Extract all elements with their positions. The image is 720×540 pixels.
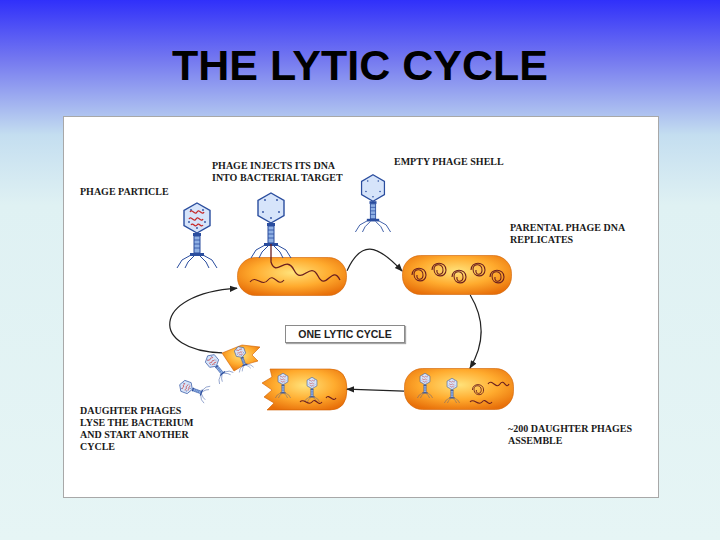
step-label: ~200 DAUGHTER PHAGES ASSEMBLE — [508, 423, 648, 447]
cycle-arrow — [170, 288, 237, 353]
box-label: ONE LYTIC CYCLE — [298, 328, 392, 340]
slide-title: THE LYTIC CYCLE — [0, 40, 720, 90]
illustration-label: PHAGE PARTICLE — [80, 186, 190, 198]
cell-outline — [402, 255, 512, 295]
step-label: DAUGHTER PHAGES LYSE THE BACTERIUM AND S… — [80, 405, 202, 453]
bacterium-fragment — [222, 345, 260, 371]
cycle-arrow — [347, 389, 404, 391]
image-panel — [63, 116, 659, 498]
bacterium-cell: ~200 DAUGHTER PHAGES ASSEMBLE — [404, 368, 514, 410]
illustration-label: EMPTY PHAGE SHELL — [394, 156, 514, 168]
step-label: PHAGE INJECTS ITS DNA INTO BACTERIAL TAR… — [212, 160, 344, 184]
bacterium-body — [238, 258, 347, 296]
bacterium-body — [403, 256, 512, 295]
bacterium-cell: PARENTAL PHAGE DNA REPLICATES — [402, 255, 512, 295]
cell-outline — [222, 345, 347, 410]
cycle-arrow — [347, 249, 402, 271]
step-label: PARENTAL PHAGE DNA REPLICATES — [510, 222, 630, 246]
cell-outline — [237, 257, 347, 296]
bacterium-body — [405, 369, 514, 410]
cell-outline — [404, 368, 514, 410]
lysed-bacterium: DAUGHTER PHAGES LYSE THE BACTERIUM AND S… — [222, 345, 347, 410]
bacterium-fragment — [262, 369, 347, 410]
bacterium-cell: PHAGE INJECTS ITS DNA INTO BACTERIAL TAR… — [237, 257, 347, 296]
cycle-arrow — [470, 295, 481, 368]
cycle-label-box: ONE LYTIC CYCLE — [285, 325, 405, 343]
